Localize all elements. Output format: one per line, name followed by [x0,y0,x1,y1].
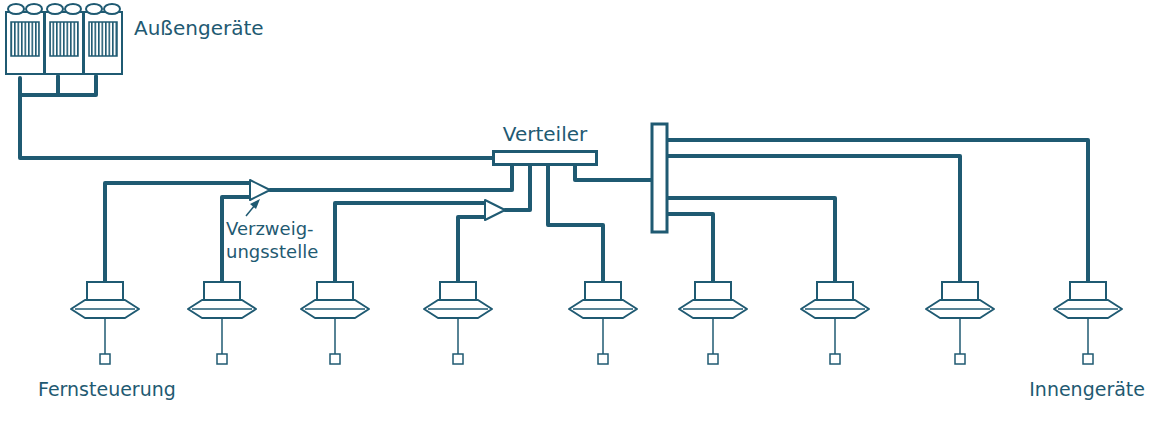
branch-joint [485,200,505,220]
outdoor-unit-group: Außengeräte [4,2,270,78]
distributor-box: Verteiler [492,150,598,166]
leader-line [246,199,260,216]
legend-label: Fernsteuerung [38,378,176,401]
branch-joint [250,180,270,200]
callout-label: Verzweig- ungsstelle [226,217,336,263]
header-distributor [652,124,667,232]
node-label: Außengeräte [134,16,264,40]
node-label: Verteiler [503,122,587,146]
refrigerant-pipe [20,76,1088,282]
outdoor-unit [6,4,122,74]
legend-label: Innengeräte [1029,378,1145,401]
indoor-unit [71,282,1122,364]
refrigerant-pipe [20,78,492,158]
